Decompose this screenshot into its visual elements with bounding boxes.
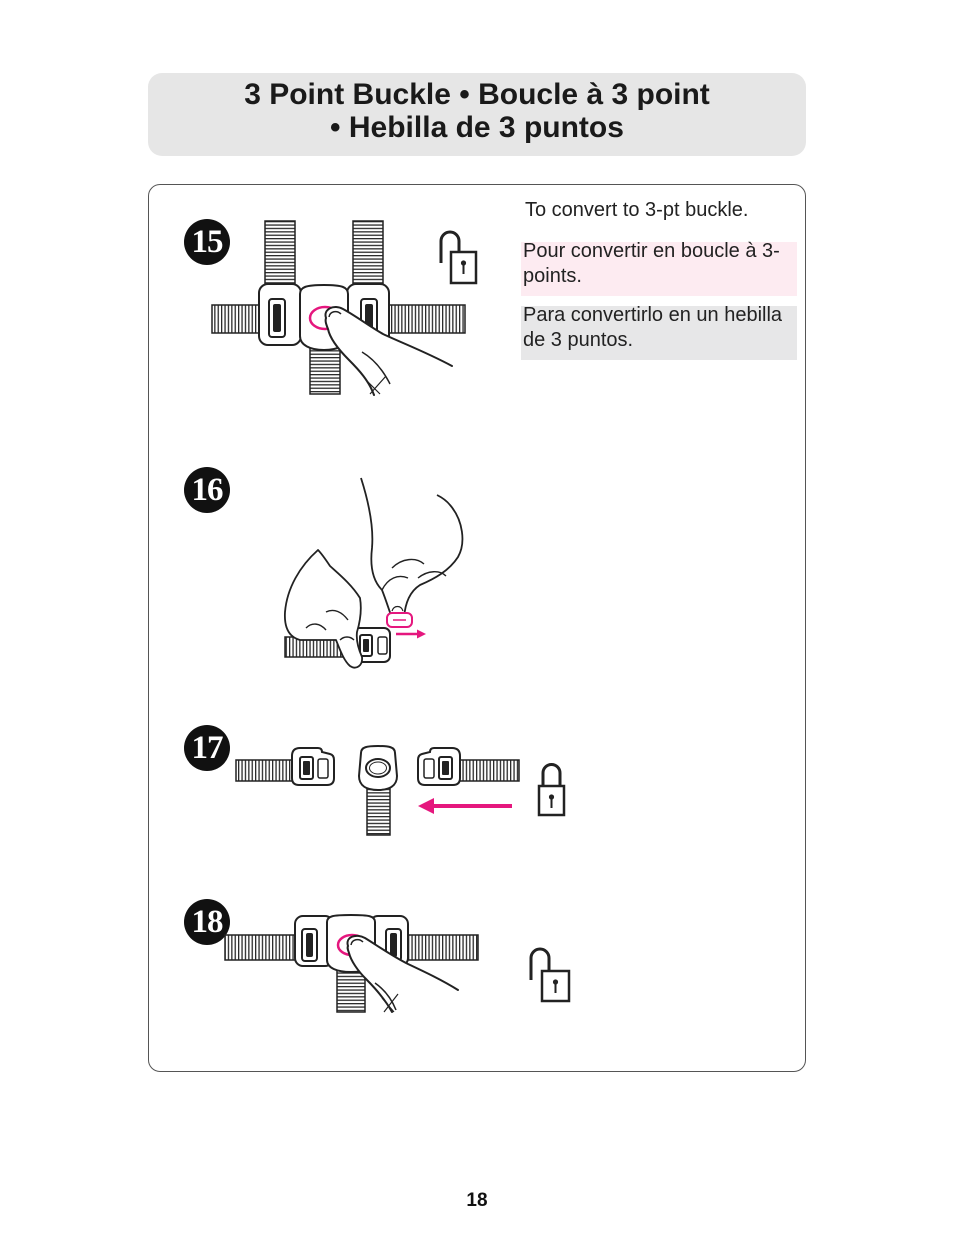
right-waist-strap bbox=[457, 759, 520, 782]
left-buckle-slot-opening bbox=[303, 761, 310, 775]
locked-padlock-icon bbox=[537, 763, 566, 817]
buckle-housing-body bbox=[357, 744, 399, 792]
thumb-fill bbox=[347, 935, 458, 1014]
thumb-fill bbox=[325, 307, 452, 395]
left-buckle-slot-opening bbox=[273, 304, 281, 332]
right-buckle-tab bbox=[423, 758, 435, 779]
instruction-spanish: Para convertirlo en un hebilla de 3 punt… bbox=[523, 304, 783, 351]
right-shoulder-strap bbox=[352, 220, 384, 292]
right-hand-outline bbox=[360, 477, 393, 619]
left-shoulder-strap bbox=[264, 220, 296, 292]
buckle-slot-opening bbox=[363, 639, 369, 652]
chest-clip-piece bbox=[386, 612, 413, 628]
knuckle-line bbox=[339, 636, 355, 641]
release-button bbox=[365, 758, 391, 778]
page-number: 18 bbox=[466, 1190, 488, 1211]
step-number: 15 bbox=[191, 224, 224, 260]
padlock-shackle bbox=[529, 947, 551, 980]
instruction-panel bbox=[148, 184, 806, 1072]
right-hand-fill bbox=[361, 478, 463, 618]
padlock-keyhole-slot bbox=[554, 982, 557, 993]
instruction-french-box: Pour convertir en boucle à 3-points. bbox=[521, 240, 797, 296]
page-title-box: 3 Point Buckle • Boucle à 3 point • Hebi… bbox=[148, 73, 806, 156]
thumb-crease bbox=[361, 351, 391, 385]
right-hand-outline bbox=[403, 494, 464, 619]
instruction-spanish-box: Para convertirlo en un hebilla de 3 punt… bbox=[521, 304, 797, 360]
right-waist-strap bbox=[384, 304, 466, 334]
hand-thumb bbox=[346, 934, 459, 1014]
thumb-crease bbox=[381, 993, 399, 1013]
slide-direction-arrow bbox=[396, 629, 426, 639]
unlocked-padlock-icon bbox=[529, 947, 571, 1003]
instruction-french: Pour convertir en boucle à 3-points. bbox=[523, 240, 780, 287]
instruction-english: To convert to 3-pt buckle. bbox=[525, 199, 749, 221]
unlocked-padlock-icon bbox=[439, 230, 478, 285]
right-hand bbox=[360, 477, 464, 619]
step-15-illustration bbox=[211, 220, 478, 396]
left-waist-strap bbox=[211, 304, 265, 334]
padlock-body bbox=[540, 969, 571, 1003]
left-buckle-tongue bbox=[291, 747, 335, 786]
knuckle-line bbox=[305, 623, 327, 631]
padlock-keyhole-slot bbox=[550, 797, 553, 808]
finger-line bbox=[391, 558, 425, 569]
padlock-keyhole-slot bbox=[462, 263, 465, 274]
step-number-badge: 18 bbox=[184, 899, 230, 945]
step-17-illustration bbox=[235, 744, 566, 836]
thumb-outline bbox=[346, 934, 459, 1013]
release-button-inner bbox=[369, 761, 387, 775]
left-buckle-slot-opening bbox=[306, 933, 313, 957]
page-title-line-2: • Hebilla de 3 puntos bbox=[330, 111, 624, 144]
right-buckle-slot-opening bbox=[442, 761, 449, 775]
step-number-badge: 17 bbox=[184, 725, 230, 771]
arrow-head bbox=[418, 798, 434, 814]
thumb-nail bbox=[328, 310, 342, 318]
thumb-outline bbox=[324, 306, 453, 396]
step-number-badge: 15 bbox=[184, 219, 230, 265]
thumb-crease bbox=[374, 982, 397, 1011]
step-number-badge: 16 bbox=[184, 467, 230, 513]
step-number: 16 bbox=[191, 472, 224, 508]
thumb-nail bbox=[350, 938, 364, 946]
buckle-tab bbox=[377, 636, 388, 655]
left-hand bbox=[284, 549, 363, 669]
step-18-illustration bbox=[224, 913, 571, 1014]
thumb-crease bbox=[365, 375, 387, 395]
page-title-line-1: 3 Point Buckle • Boucle à 3 point bbox=[244, 78, 710, 111]
fingernail bbox=[391, 605, 404, 612]
left-buckle-tab bbox=[317, 758, 329, 779]
arrow-head bbox=[417, 629, 426, 639]
step-16-illustration bbox=[284, 477, 464, 669]
step-number: 18 bbox=[191, 904, 224, 940]
finger-line bbox=[381, 575, 409, 591]
left-waist-strap bbox=[235, 759, 297, 782]
buckle-housing bbox=[357, 744, 399, 836]
insert-direction-arrow bbox=[418, 798, 512, 814]
step-number: 17 bbox=[191, 730, 224, 766]
right-buckle-tongue bbox=[417, 747, 461, 786]
knuckle-line bbox=[325, 609, 349, 621]
crotch-strap bbox=[366, 785, 391, 836]
padlock-shackle bbox=[439, 230, 461, 263]
padlock-shackle bbox=[541, 763, 562, 786]
finger-line bbox=[417, 571, 447, 579]
right-buckle-slot-opening bbox=[390, 933, 397, 957]
hand-thumb bbox=[324, 306, 453, 396]
